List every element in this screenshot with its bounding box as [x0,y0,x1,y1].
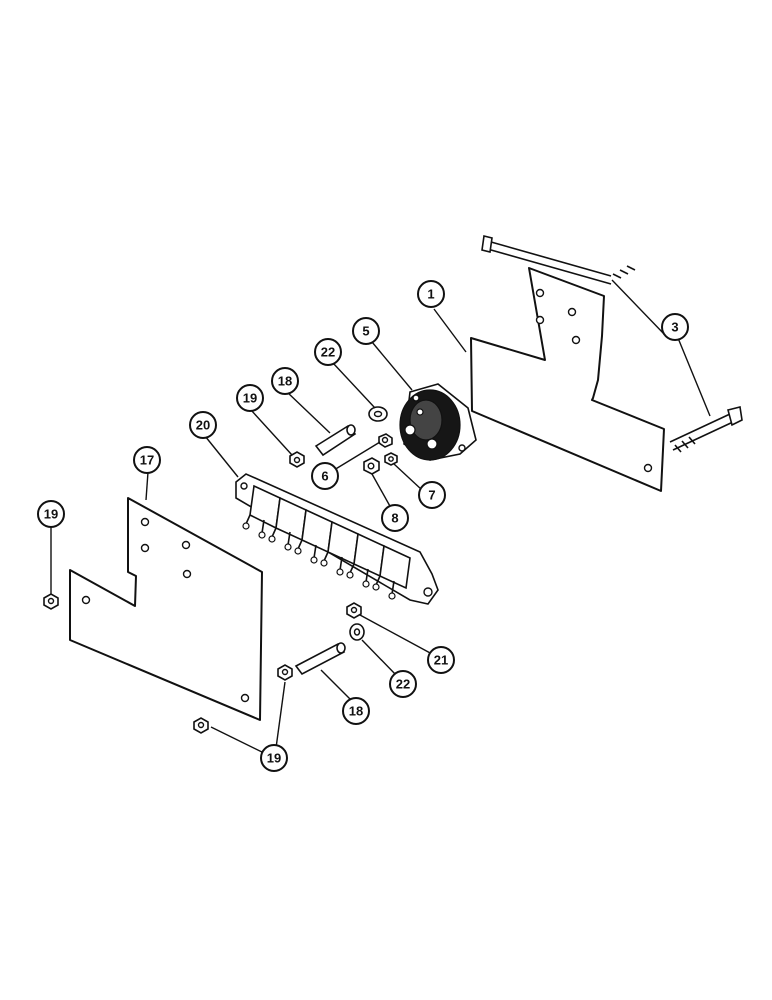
svg-text:7: 7 [428,488,435,503]
callout-19-upper: 19 [236,384,264,412]
svg-text:19: 19 [44,507,58,522]
nut-part-19-upper [289,451,305,468]
svg-text:21: 21 [434,653,448,668]
nut-part-19-lower [277,664,293,681]
leader-lines [50,279,711,755]
svg-text:18: 18 [349,704,363,719]
svg-text:18: 18 [278,374,292,389]
spacer-tube-part-18-lower [294,642,346,676]
circuit-breaker-assembly-part-20 [235,473,439,605]
nut-part-19-bottom [193,717,209,734]
svg-text:22: 22 [321,345,335,360]
washer-part-22-lower [349,623,365,641]
washer-part-22-upper [368,406,388,422]
mounting-plate-part-1 [470,267,665,492]
svg-text:3: 3 [671,320,678,335]
cover-plate-part-17 [69,497,263,721]
nut-part-7 [384,452,398,466]
callout-21: 21 [427,646,455,674]
nut-part-8 [363,457,380,475]
callout-22-upper: 22 [314,338,342,366]
callout-19-left: 19 [37,500,65,528]
svg-text:19: 19 [243,391,257,406]
callout-19-lower: 19 [260,744,288,772]
callout-22-lower: 22 [389,670,417,698]
callout-6: 6 [311,462,339,490]
callout-3: 3 [661,313,689,341]
nut-part-21 [346,602,362,619]
solenoid-part-5 [399,383,477,461]
svg-text:17: 17 [140,453,154,468]
callout-18-upper: 18 [271,367,299,395]
svg-text:20: 20 [196,418,210,433]
svg-text:22: 22 [396,677,410,692]
callout-1: 1 [417,280,445,308]
callout-17: 17 [133,446,161,474]
svg-text:19: 19 [267,751,281,766]
callout-7: 7 [418,481,446,509]
svg-text:1: 1 [427,287,434,302]
callout-8: 8 [381,504,409,532]
svg-text:6: 6 [321,469,328,484]
nut-part-6 [378,433,393,448]
svg-text:8: 8 [391,511,398,526]
nut-part-19-left [43,593,59,610]
spacer-tube-part-18-upper [314,424,357,457]
callout-20: 20 [189,411,217,439]
bolt-part-3-upper [481,235,636,285]
svg-text:5: 5 [362,324,369,339]
callout-18-lower: 18 [342,697,370,725]
callout-5: 5 [352,317,380,345]
bolt-part-3-lower [669,406,743,453]
